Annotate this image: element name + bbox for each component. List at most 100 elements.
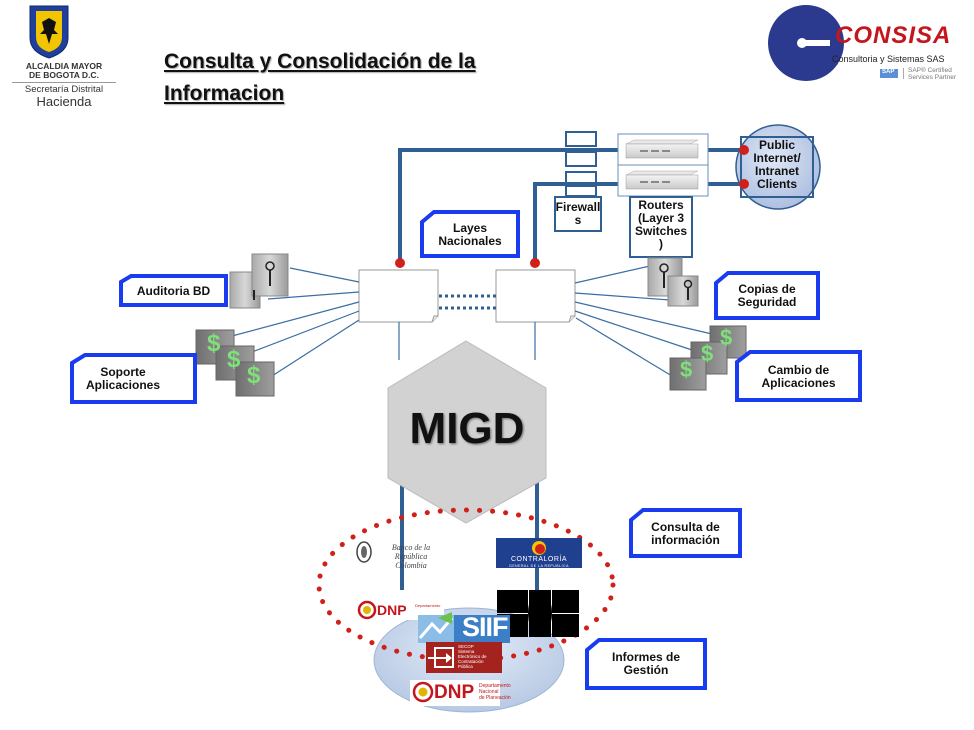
callout-line: información — [651, 533, 720, 547]
dotted-boundary — [316, 507, 616, 663]
hub-migd-lines — [398, 322, 536, 360]
contraloria-line: CONTRALORÍA — [510, 556, 568, 563]
callout-text-layes-nacionales: Layes Nacionales — [424, 222, 516, 248]
routers-label: Routers (Layer 3 Switches ) — [630, 199, 692, 251]
consisa-brand-name: CONSISA — [835, 22, 952, 49]
connector-dot — [739, 145, 749, 155]
secop-title: SECOP — [458, 644, 474, 649]
page-title: Consulta y Consolidación de la Informaci… — [164, 46, 476, 110]
callout-line: Consulta de — [651, 520, 720, 534]
callout-copias-seguridad — [714, 271, 820, 320]
internet-label-line: Internet/ — [753, 151, 801, 165]
firewall-icon — [565, 131, 597, 197]
secop-desc: Electrónico de — [458, 654, 487, 659]
banco-republica-logo-icon — [356, 541, 372, 563]
contraloria-logo-icon — [496, 538, 582, 568]
callout-line: Nacionales — [438, 234, 502, 248]
dnp-small-label: DNP — [377, 602, 407, 618]
money-server-icon — [669, 325, 747, 391]
callout-line: Auditoria BD — [136, 284, 211, 298]
secop-desc: Sistema — [458, 649, 475, 654]
bogota-crest-icon — [29, 5, 69, 59]
callout-line: Aplicaciones — [85, 378, 161, 392]
internet-label-line: Public — [758, 138, 795, 152]
internet-clients-icon — [735, 124, 821, 210]
dnp-small-logo-icon — [356, 600, 444, 620]
right-spoke-lines — [574, 265, 713, 377]
title-line-1: Consulta y Consolidación de la — [164, 50, 476, 73]
firewalls-label-line-1: Firewall — [555, 200, 601, 214]
banco-republica-label: Banco de la República Colombia — [376, 543, 446, 570]
migd-entity-lines — [400, 475, 539, 595]
dnp-sub-line: Nacional — [479, 689, 499, 695]
consisa-subtitle: Consultoria y Sistemas SAS — [832, 54, 945, 64]
internet-clients-label: Public Internet/ Intranet Clients — [741, 139, 813, 191]
dnp-large-logo-icon — [410, 680, 500, 706]
firewalls-label-box — [554, 196, 602, 232]
callout-text-soporte-aplicaciones: Soporte Aplicaciones — [74, 366, 172, 392]
firewalls-label-line-2: s — [574, 213, 582, 227]
internet-label-line: Clients — [756, 177, 797, 191]
callout-consulta-informacion — [629, 508, 742, 558]
key-server-icon — [229, 253, 289, 309]
callout-text-consulta-informacion: Consulta de información — [633, 521, 738, 547]
dollar-icon: $ — [207, 330, 221, 357]
callout-text-cambio-aplicaciones: Cambio de Aplicaciones — [739, 364, 858, 390]
dnp-large-sub: Departamento Nacional de Planeación — [479, 683, 511, 701]
banco-line: Banco de la República — [391, 543, 431, 561]
routers-label-box — [629, 196, 693, 258]
sap-badge-icon — [880, 68, 904, 79]
money-server-icon — [195, 329, 275, 397]
callout-line: Layes — [452, 221, 488, 235]
callout-cambio-aplicaciones — [735, 350, 862, 402]
routers-label-line: Routers — [638, 198, 684, 212]
dnp-sub-line: Departamento — [479, 683, 511, 689]
callout-layes-nacionales — [420, 210, 520, 258]
callout-soporte-aplicaciones — [70, 353, 197, 404]
internet-label-line: Intranet — [754, 164, 799, 178]
connector-dot — [395, 258, 405, 268]
callout-text-auditoria-bd: Auditoria BD — [123, 285, 224, 298]
callout-line: Copias de — [738, 282, 796, 296]
dollar-icon: $ — [227, 346, 241, 373]
logo-line-2: DE BOGOTA D.C. — [29, 70, 99, 80]
callout-line: Seguridad — [737, 295, 797, 309]
sap-line-2: Services Partner — [908, 74, 957, 81]
dollar-icon: $ — [720, 325, 733, 350]
siif-logo-icon — [418, 612, 510, 643]
callout-text-informes-gestion: Informes de Gestión — [589, 651, 703, 677]
firewalls-label: Firewall s — [555, 201, 601, 227]
logo-line-1: ALCALDIA MAYOR — [25, 61, 103, 71]
sap-badge-label: SAP — [882, 69, 895, 75]
bogota-logo-text: ALCALDIA MAYOR DE BOGOTA D.C. Secretaría… — [4, 62, 124, 109]
router-icon — [617, 133, 709, 197]
secop-desc: Pública — [458, 664, 473, 669]
consisa-logo-icon — [768, 5, 844, 81]
callout-line: Informes de — [611, 650, 680, 664]
sap-certified-text: SAP® Certified Services Partner — [908, 67, 956, 81]
routers-label-line: ) — [659, 237, 663, 251]
callout-line: Soporte — [100, 365, 146, 379]
routers-label-line: Switches — [634, 224, 688, 238]
secop-logo-icon — [426, 642, 502, 673]
callout-auditoria-bd — [119, 274, 228, 307]
migd-label: MIGD — [409, 404, 525, 453]
dollar-icon: $ — [701, 341, 714, 366]
logo-line-4: Hacienda — [36, 94, 92, 109]
dollar-icon: $ — [680, 357, 693, 382]
callout-text-copias-seguridad: Copias de Seguridad — [718, 283, 816, 309]
logo-line-3: Secretaría Distrital — [12, 82, 116, 95]
connector-dot — [739, 179, 749, 189]
callout-line: Cambio de — [767, 363, 830, 377]
siif-label: SIIF — [462, 612, 509, 642]
connector-dot — [530, 258, 540, 268]
secop-label: SECOP Sistema Electrónico de Contratació… — [458, 644, 487, 669]
trunk-lines — [398, 148, 744, 262]
right-hub-node — [495, 269, 576, 323]
left-hub-node — [358, 269, 439, 323]
banco-line: Colombia — [395, 561, 427, 570]
secop-desc: Contratación — [458, 659, 484, 664]
contraloria-line: GENERAL DE LA REPUBLICA — [509, 564, 569, 568]
routers-label-line: (Layer 3 — [637, 211, 685, 225]
